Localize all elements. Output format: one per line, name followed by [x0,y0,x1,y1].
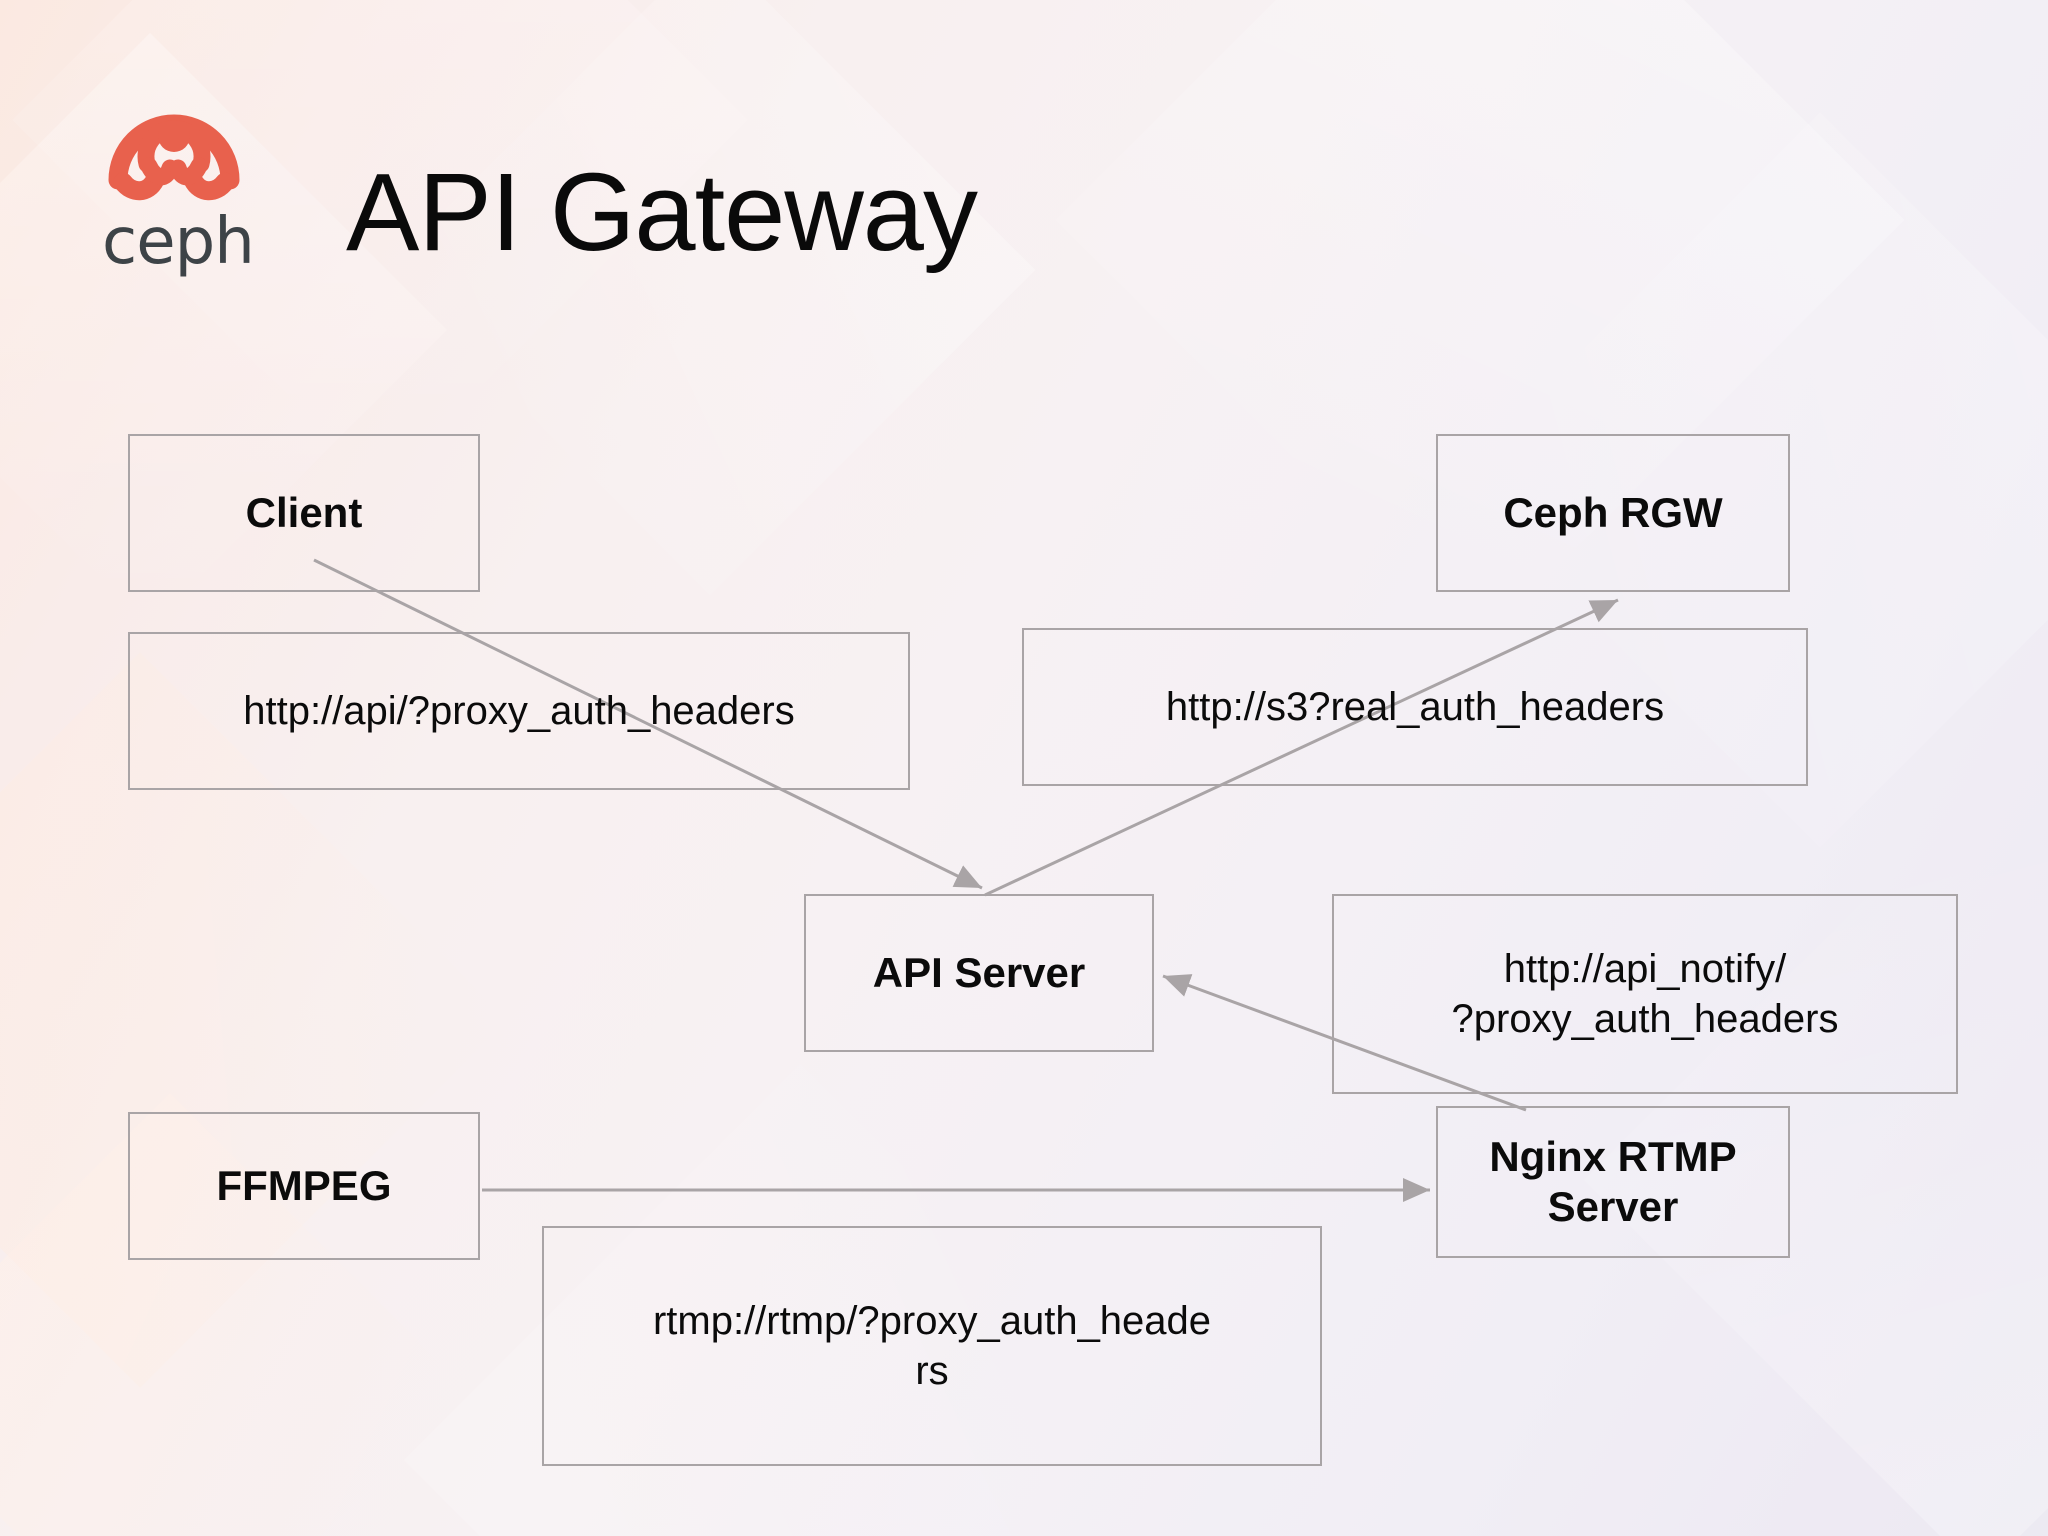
node-api-server-label: API Server [872,948,1086,996]
label-client-url-text: http://api/?proxy_auth_headers [243,689,795,733]
node-nginx-rtmp-label-line1: Nginx RTMP [1489,1132,1737,1180]
label-rtmp-url-line2: rs [915,1349,949,1393]
label-client-url: http://api/?proxy_auth_headers [128,632,910,790]
page-title: API Gateway [346,151,978,274]
label-rtmp-url-line1: rtmp://rtmp/?proxy_auth_heade [652,1299,1212,1343]
label-rtmp-url: rtmp://rtmp/?proxy_auth_heade rs [542,1226,1322,1466]
label-notify-url: http://api_notify/ ?proxy_auth_headers [1332,894,1958,1094]
ceph-wordmark: ceph [102,205,255,279]
node-nginx-rtmp-label-line2: Server [1547,1183,1679,1230]
label-rtmp-url-text: rtmp://rtmp/?proxy_auth_heade rs [639,1296,1225,1396]
node-ceph-rgw[interactable]: Ceph RGW [1436,434,1790,592]
ceph-logo: ceph [98,82,258,279]
node-ffmpeg[interactable]: FFMPEG [128,1112,480,1260]
label-s3-url: http://s3?real_auth_headers [1022,628,1808,786]
label-notify-url-line1: http://api_notify/ [1503,947,1787,991]
node-client-label: Client [245,488,363,536]
node-nginx-rtmp[interactable]: Nginx RTMP Server [1436,1106,1790,1258]
ceph-logo-icon [108,114,240,201]
label-notify-url-text: http://api_notify/ ?proxy_auth_headers [1438,944,1853,1044]
node-nginx-rtmp-label: Nginx RTMP Server [1489,1132,1736,1233]
node-api-server[interactable]: API Server [804,894,1154,1052]
node-ffmpeg-label: FFMPEG [216,1161,392,1209]
label-s3-url-text: http://s3?real_auth_headers [1165,685,1665,729]
node-ceph-rgw-label: Ceph RGW [1503,488,1723,536]
label-notify-url-line2: ?proxy_auth_headers [1451,997,1839,1041]
background-watermark-3 [384,0,1036,596]
node-client[interactable]: Client [128,434,480,592]
